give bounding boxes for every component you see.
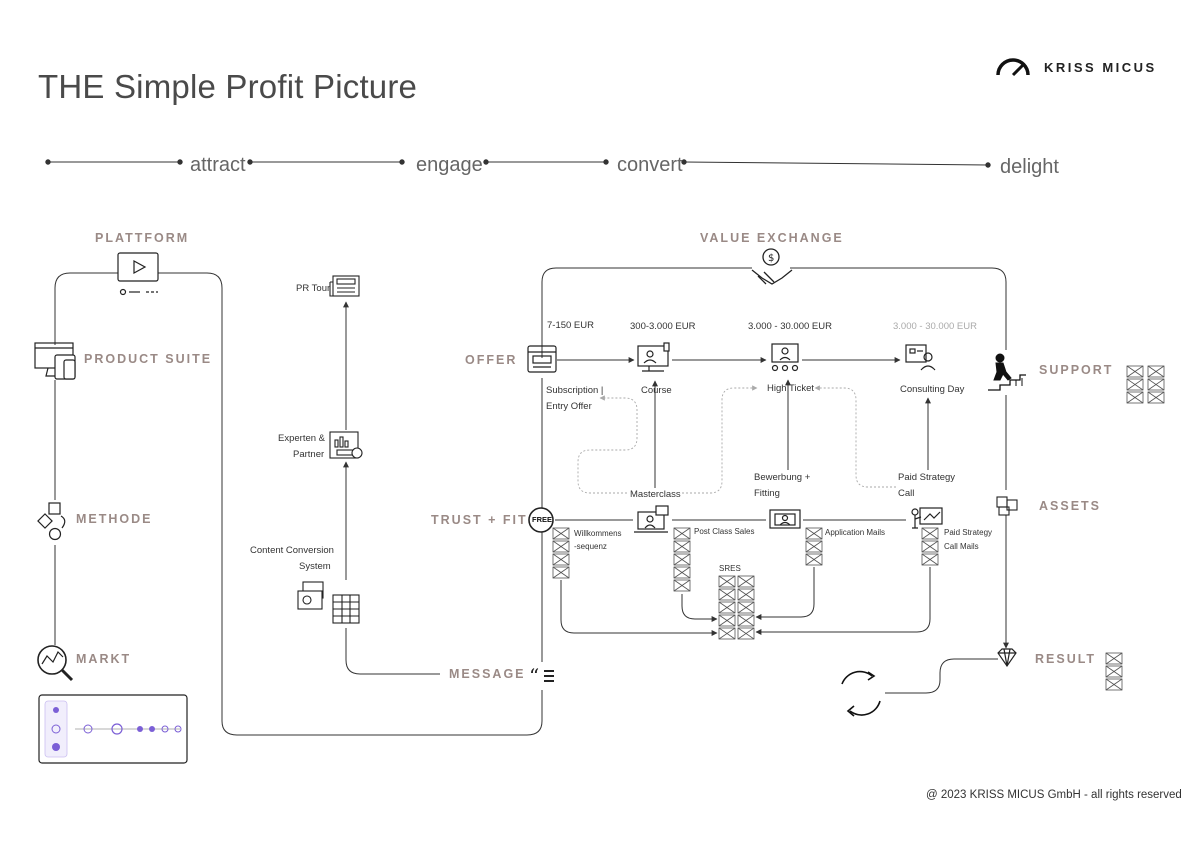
mail-willkommen-line1: Willkommens bbox=[574, 529, 622, 538]
market-analysis-icon bbox=[37, 645, 74, 682]
free-badge bbox=[528, 507, 554, 533]
label-masterclass: Masterclass bbox=[630, 489, 681, 500]
section-methode: METHODE bbox=[76, 512, 153, 526]
label-bewerbung-line2: Fitting bbox=[754, 488, 780, 499]
brand-name: KRISS MICUS bbox=[1044, 60, 1157, 75]
dotted-paths bbox=[577, 385, 896, 494]
label-bewerbung-line1: Bewerbung + bbox=[754, 472, 811, 483]
copyright-footer: @ 2023 KRISS MICUS GmbH - all rights res… bbox=[926, 789, 1182, 801]
partner-dashboard-icon bbox=[329, 431, 363, 459]
strategy-presenter-icon bbox=[911, 507, 943, 529]
high-ticket-group-icon bbox=[771, 343, 799, 372]
section-markt: MARKT bbox=[76, 652, 132, 666]
section-support: SUPPORT bbox=[1039, 363, 1114, 377]
label-paid-strategy-line1: Paid Strategy bbox=[898, 472, 956, 483]
puzzle-icon bbox=[996, 496, 1018, 516]
section-message: MESSAGE bbox=[449, 667, 526, 681]
label-pr-tour: PR Tour bbox=[296, 283, 331, 294]
mail-post-class-sales: Post Class Sales bbox=[694, 527, 755, 536]
market-widget bbox=[38, 694, 188, 764]
mail-paid-strategy-line1: Paid Strategy bbox=[944, 528, 993, 537]
content-system-icon bbox=[297, 581, 360, 624]
section-value-exchange: VALUE EXCHANGE bbox=[700, 231, 844, 245]
label-experten-line2: Partner bbox=[293, 449, 325, 460]
svg-text:$: $ bbox=[768, 253, 774, 264]
video-call-icon bbox=[769, 509, 801, 529]
offer-subscription-line1: Subscription | bbox=[546, 385, 604, 396]
stage-timeline bbox=[45, 159, 991, 168]
devices-icon bbox=[34, 342, 76, 380]
cycle-arrows-icon bbox=[841, 670, 881, 717]
quote-icon: “ bbox=[529, 664, 554, 688]
sres-connectors bbox=[560, 567, 931, 636]
video-player-icon bbox=[117, 252, 159, 296]
section-plattform: PLATTFORM bbox=[95, 231, 190, 245]
price-entry: 7-150 EUR bbox=[547, 320, 594, 331]
section-assets: ASSETS bbox=[1039, 499, 1102, 513]
webinar-laptop-icon bbox=[634, 505, 669, 533]
value-exchange-loop bbox=[541, 267, 1009, 662]
label-sres: SRES bbox=[719, 564, 741, 573]
mail-paid-strategy-line2: Call Mails bbox=[944, 542, 979, 551]
diamond-icon bbox=[997, 648, 1017, 668]
course-screen-icon bbox=[637, 342, 670, 372]
svg-text:“: “ bbox=[529, 664, 539, 688]
label-paid-strategy-line2: Call bbox=[898, 488, 915, 499]
section-product-suite: PRODUCT SUITE bbox=[84, 352, 213, 366]
section-result: RESULT bbox=[1035, 652, 1097, 666]
free-badge-label: FREE bbox=[532, 515, 553, 524]
consulting-board-icon bbox=[905, 344, 936, 371]
pr-newspaper-icon bbox=[329, 275, 360, 297]
price-high-ticket: 3.000 - 30.000 EUR bbox=[748, 321, 832, 332]
offer-consulting-day: Consulting Day bbox=[900, 384, 965, 395]
section-trust-fit: TRUST + FIT bbox=[431, 513, 528, 527]
stairs-climber-icon bbox=[988, 353, 1026, 391]
section-offer: OFFER bbox=[465, 353, 518, 367]
mail-willkommen-line2: -sequenz bbox=[574, 542, 607, 551]
result-cycle-connector bbox=[885, 658, 998, 694]
label-content-line1: Content Conversion bbox=[250, 545, 334, 556]
mail-application: Application Mails bbox=[825, 528, 886, 537]
offer-high-ticket: High Ticket bbox=[767, 383, 814, 394]
stage-convert: convert bbox=[617, 154, 683, 176]
stage-attract: attract bbox=[190, 154, 246, 176]
browser-window-icon bbox=[527, 345, 557, 373]
label-experten-line1: Experten & bbox=[278, 433, 325, 444]
stage-delight: delight bbox=[1000, 156, 1059, 178]
stage-engage: engage bbox=[416, 154, 483, 176]
page-title: THE Simple Profit Picture bbox=[38, 68, 418, 105]
process-cycle-icon bbox=[37, 502, 66, 541]
label-content-line2: System bbox=[299, 561, 331, 572]
platform-track bbox=[54, 272, 543, 736]
offer-arrows bbox=[652, 379, 931, 488]
engage-track bbox=[343, 301, 440, 675]
brand-logo-icon bbox=[996, 58, 1030, 77]
handshake-dollar-icon: $ bbox=[751, 248, 793, 285]
offer-course: Course bbox=[641, 385, 672, 396]
offer-subscription-line2: Entry Offer bbox=[546, 401, 592, 412]
price-consulting: 3.000 - 30.000 EUR bbox=[893, 321, 977, 332]
price-course: 300-3.000 EUR bbox=[630, 321, 696, 332]
